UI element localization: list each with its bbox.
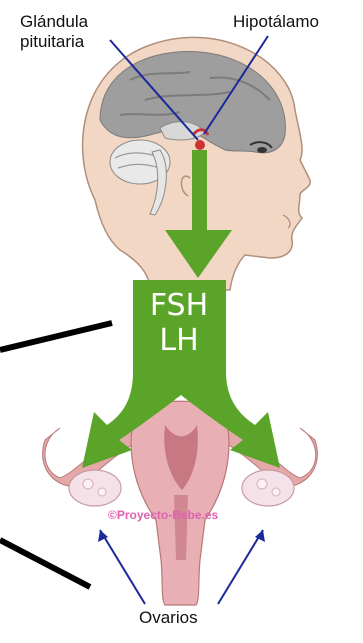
pituitary-gland-label: Glándula pituitaria bbox=[20, 12, 130, 52]
watermark-text: ©Proyecto-Bebe.es bbox=[108, 508, 218, 522]
ovaries-label: Ovarios bbox=[139, 608, 198, 628]
fsh-label: FSH bbox=[139, 290, 219, 322]
pituitary-label-line1: Glándula bbox=[20, 12, 130, 32]
right-ovary-pointer bbox=[218, 530, 263, 604]
pituitary-label-line2: pituitaria bbox=[20, 32, 130, 52]
hypothalamus-label: Hipotálamo bbox=[233, 12, 319, 32]
left-upper-line bbox=[0, 323, 112, 350]
pituitary-gland-dot bbox=[195, 140, 205, 150]
left-ovary-pointer bbox=[100, 530, 145, 604]
uterus-illustration bbox=[43, 401, 318, 605]
right-ovary bbox=[242, 470, 294, 506]
left-ovary bbox=[69, 470, 121, 506]
lh-label: LH bbox=[139, 325, 219, 357]
left-lower-line bbox=[0, 540, 90, 587]
